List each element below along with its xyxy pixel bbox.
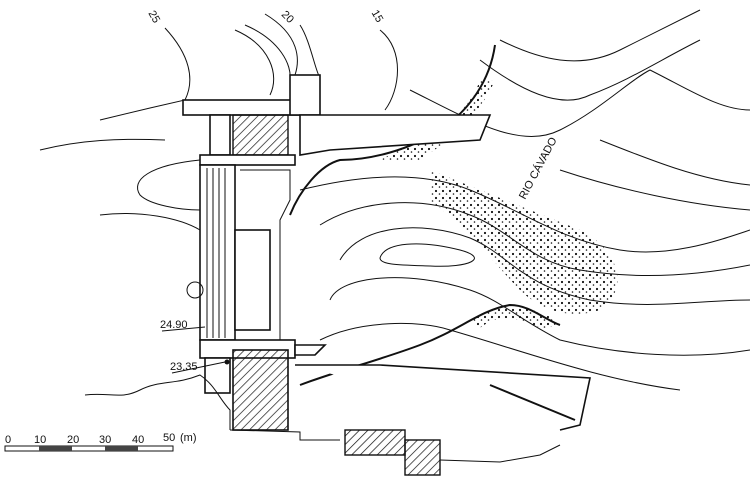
scale-tick-40: 40 [132, 434, 144, 446]
scale-tick-50: 50 [163, 432, 175, 444]
river-banks [289, 44, 618, 386]
contour-label-20: 20 [279, 9, 296, 26]
scale-unit: (m) [180, 432, 197, 444]
contour-label-25: 25 [146, 9, 163, 26]
river-label: RIO CÁVADO [516, 135, 560, 202]
elevation-label-lower: 23.35 [170, 361, 198, 373]
elevation-label-upper: 24.90 [160, 319, 188, 331]
building-complex [182, 74, 591, 476]
scale-tick-30: 30 [99, 434, 111, 446]
scale-tick-0: 0 [5, 434, 11, 446]
scale-bar: 0 10 20 30 40 50 (m) [4, 432, 197, 452]
contour-label-15: 15 [369, 8, 386, 25]
scale-tick-20: 20 [67, 434, 79, 446]
terrain-edge [84, 374, 231, 430]
contour-lines [39, 9, 750, 391]
scale-tick-10: 10 [34, 434, 46, 446]
